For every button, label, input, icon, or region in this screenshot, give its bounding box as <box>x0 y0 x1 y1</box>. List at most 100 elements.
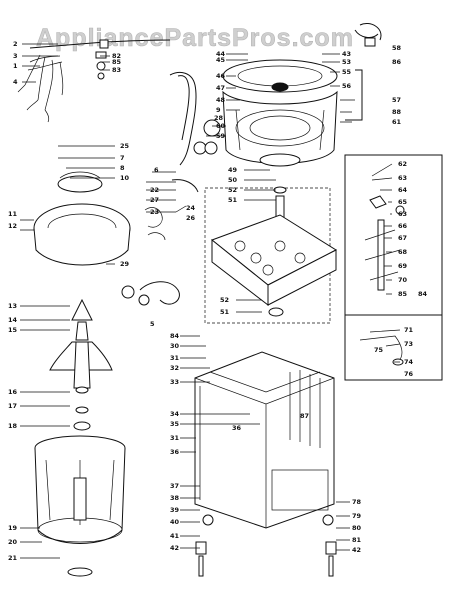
callout-85: 85 <box>112 58 122 66</box>
callout-57: 57 <box>392 96 401 104</box>
callout-81: 81 <box>352 536 362 544</box>
callout-65: 65 <box>398 198 408 206</box>
tub-ring <box>33 171 131 266</box>
callout-38: 38 <box>170 494 180 502</box>
callout-15: 15 <box>8 326 18 334</box>
callout-7: 7 <box>120 154 125 162</box>
callout-23: 23 <box>150 208 159 216</box>
callout-63: 63 <box>398 174 407 182</box>
callout-58: 58 <box>392 44 402 52</box>
washer-cabinet <box>194 351 337 577</box>
callout-73: 73 <box>404 340 413 348</box>
callout-55: 55 <box>342 68 352 76</box>
callout-42: 42 <box>170 544 179 552</box>
callout-66: 66 <box>398 222 408 230</box>
callout-12: 12 <box>8 222 17 230</box>
callout-28: 28 <box>214 114 224 122</box>
callout-17: 17 <box>8 402 17 410</box>
callout-67: 67 <box>398 234 407 242</box>
callout-64: 64 <box>398 186 408 194</box>
callout-18: 18 <box>8 422 18 430</box>
callout-82: 82 <box>112 52 121 60</box>
callout-63b: 63 <box>398 210 407 218</box>
callout-84: 84 <box>170 332 180 340</box>
callout-21: 21 <box>8 554 18 562</box>
callout-87: 87 <box>300 412 309 420</box>
callout-50: 50 <box>228 176 238 184</box>
callout-83: 83 <box>112 66 121 74</box>
callout-16: 16 <box>8 388 18 396</box>
callout-88: 88 <box>392 108 402 116</box>
callout-31b: 31 <box>170 434 180 442</box>
callout-22: 22 <box>150 186 159 194</box>
callout-75: 75 <box>374 346 384 354</box>
callout-13: 13 <box>8 302 17 310</box>
callout-25: 25 <box>120 142 130 150</box>
callout-6: 6 <box>154 166 159 174</box>
callout-8: 8 <box>120 164 125 172</box>
callout-3: 3 <box>13 52 18 60</box>
callout-26: 26 <box>186 214 196 222</box>
callout-37: 37 <box>170 482 179 490</box>
callout-31: 31 <box>170 354 180 362</box>
callout-43: 43 <box>342 50 351 58</box>
wire-harness <box>17 39 171 123</box>
callout-41: 41 <box>170 532 180 540</box>
callout-39: 39 <box>170 506 180 514</box>
callout-51: 51 <box>228 196 238 204</box>
callout-40: 40 <box>170 518 180 526</box>
callout-85b: 85 <box>398 290 408 298</box>
callout-56: 56 <box>342 82 352 90</box>
callout-51b: 51 <box>220 308 230 316</box>
callout-60: 60 <box>216 122 226 130</box>
callout-61: 61 <box>392 118 402 126</box>
callout-52b: 52 <box>220 296 229 304</box>
outer-tub-assembly <box>169 23 382 167</box>
callout-69: 69 <box>398 262 408 270</box>
callout-86: 86 <box>392 58 402 66</box>
callout-59: 59 <box>216 132 226 140</box>
callout-76: 76 <box>404 370 414 378</box>
leader-lines <box>20 43 401 559</box>
callout-labels: 2 3 1 4 82 85 83 44 45 46 47 48 9 60 59 … <box>8 40 428 562</box>
callout-52: 52 <box>228 186 237 194</box>
callout-29: 29 <box>120 260 130 268</box>
callout-47: 47 <box>216 84 225 92</box>
callout-46: 46 <box>216 72 226 80</box>
callout-27: 27 <box>150 196 159 204</box>
callout-35: 35 <box>170 420 180 428</box>
callout-42b: 42 <box>352 546 361 554</box>
callout-34: 34 <box>170 410 180 418</box>
callout-70: 70 <box>398 276 408 284</box>
callout-11: 11 <box>8 210 18 218</box>
callout-78: 78 <box>352 498 362 506</box>
callout-48: 48 <box>216 96 226 104</box>
linkage-inset <box>344 154 443 381</box>
callout-5: 5 <box>150 320 155 328</box>
callout-30: 30 <box>170 342 180 350</box>
wash-basket <box>34 435 126 577</box>
callout-9: 9 <box>216 106 221 114</box>
callout-33: 33 <box>170 378 179 386</box>
callout-4: 4 <box>13 78 18 86</box>
callout-20: 20 <box>8 538 18 546</box>
callout-45: 45 <box>216 56 226 64</box>
callout-53: 53 <box>342 58 351 66</box>
callout-44: 44 <box>216 50 226 58</box>
callout-14: 14 <box>8 316 18 324</box>
callout-79: 79 <box>352 512 362 520</box>
callout-1: 1 <box>13 62 18 70</box>
callout-36b: 36 <box>232 424 242 432</box>
callout-62: 62 <box>398 160 407 168</box>
callout-36: 36 <box>170 448 180 456</box>
callout-49: 49 <box>228 166 238 174</box>
callout-32: 32 <box>170 364 179 372</box>
callout-68: 68 <box>398 248 408 256</box>
callout-80: 80 <box>352 524 362 532</box>
callout-24: 24 <box>186 204 196 212</box>
agitator-assembly <box>49 298 113 431</box>
callout-74: 74 <box>404 358 414 366</box>
callout-10: 10 <box>120 174 130 182</box>
transmission-plate <box>204 186 338 324</box>
